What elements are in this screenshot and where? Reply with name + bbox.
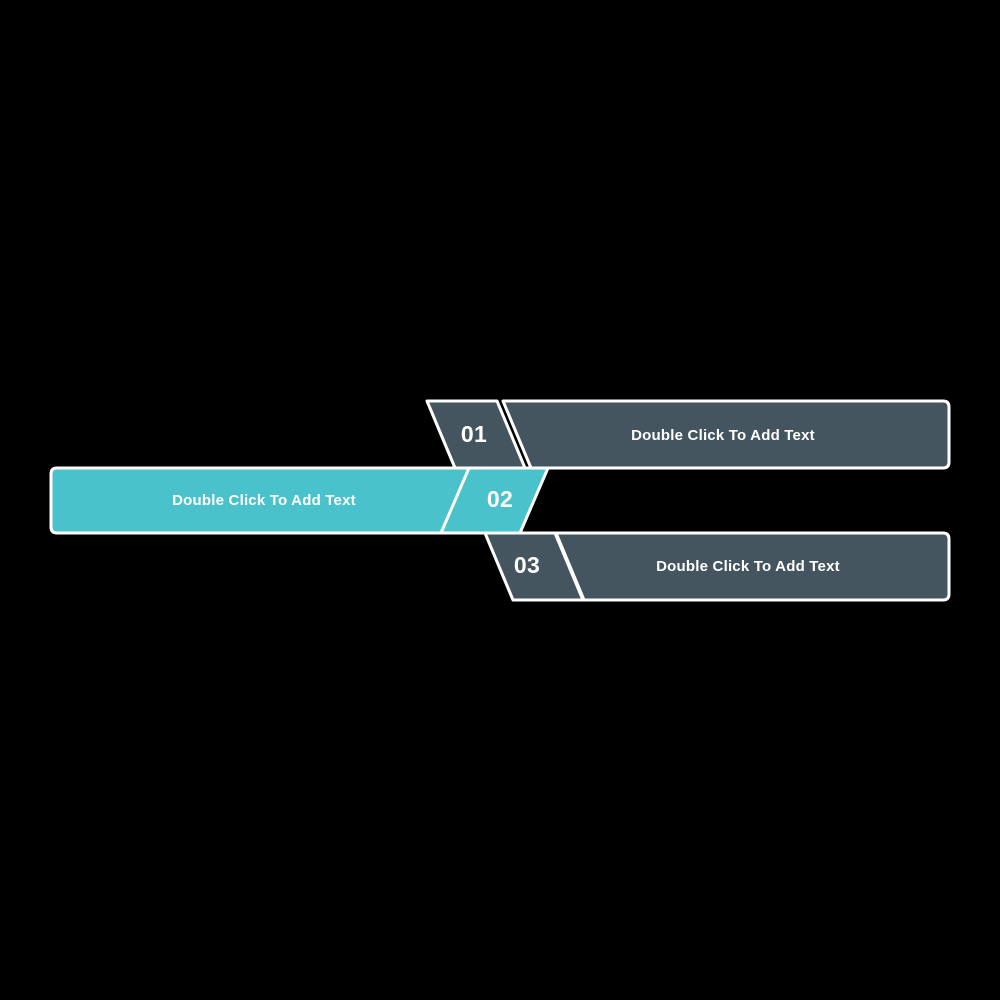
row-01-bar[interactable] <box>501 399 951 470</box>
row-03-number-badge[interactable] <box>483 531 585 602</box>
diagram-row-02[interactable]: 02 Double Click To Add Text <box>49 466 550 535</box>
row-01-number: 01 <box>461 421 487 447</box>
row-03-number: 03 <box>514 552 540 578</box>
diagram-row-01[interactable]: 01 Double Click To Add Text <box>425 399 951 470</box>
row-02-bar[interactable] <box>49 466 507 535</box>
diagram-row-03[interactable]: 03 Double Click To Add Text <box>483 531 951 602</box>
row-02-label: Double Click To Add Text <box>172 492 356 509</box>
row-03-label: Double Click To Add Text <box>656 558 840 575</box>
row-01-label: Double Click To Add Text <box>631 427 815 444</box>
row-03-bar[interactable] <box>554 531 951 602</box>
row-02-number: 02 <box>487 486 513 512</box>
